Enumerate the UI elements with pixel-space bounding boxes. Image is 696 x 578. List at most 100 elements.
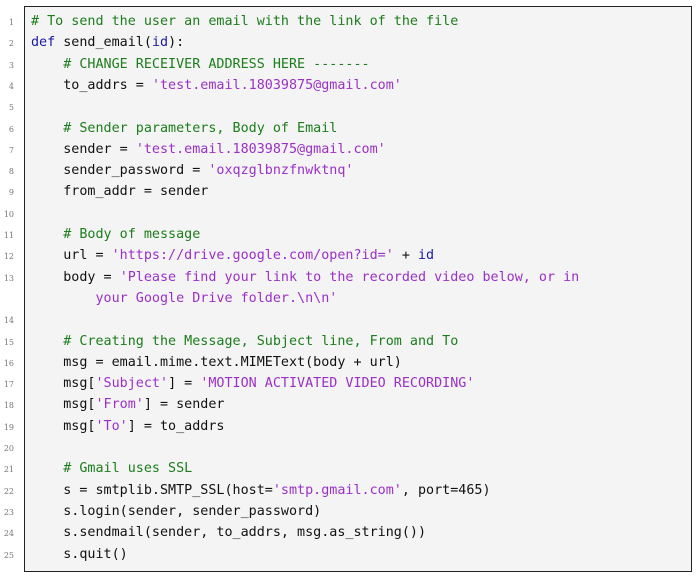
- code-line: 22 s = smtplib.SMTP_SSL(host='smtp.gmail…: [0, 481, 696, 501]
- code-line: 1 # To send the user an email with the li…: [0, 12, 696, 32]
- code-line: 14: [0, 310, 696, 330]
- code-listing-frame: [24, 6, 692, 572]
- line-number: 19: [3, 422, 14, 432]
- line-number: 25: [3, 550, 14, 560]
- code-text: # Sender parameters, Body of Email: [31, 119, 337, 139]
- code-text: from_addr = sender: [31, 182, 208, 202]
- code-token: [31, 461, 63, 476]
- code-token: [31, 227, 63, 242]
- line-number: 10: [3, 209, 14, 219]
- code-token: s.quit(): [31, 546, 128, 562]
- code-text: to_addrs = 'test.email.18039875@gmail.co…: [31, 76, 402, 96]
- code-token: id: [417, 248, 435, 264]
- code-token: 'Please find your link to the recorded v…: [119, 269, 580, 285]
- line-number: 14: [3, 316, 14, 326]
- code-token: def: [31, 35, 56, 51]
- line-number: 15: [3, 337, 14, 347]
- code-token: s = smtplib.SMTP_SSL(host=: [31, 482, 273, 498]
- code-line: 8 sender_password = 'oxqzglbnzfnwktnq': [0, 161, 696, 181]
- code-line: 10: [0, 204, 696, 224]
- code-token: 'oxqzglbnzfnwktnq': [208, 163, 354, 179]
- code-line: 5: [0, 97, 696, 117]
- code-token: ):: [168, 35, 185, 51]
- code-token: msg[: [31, 397, 96, 413]
- line-number: 8: [8, 167, 14, 177]
- line-number: 9: [8, 188, 14, 198]
- code-token: 'MOTION ACTIVATED VIDEO RECORDING': [200, 376, 475, 392]
- code-text: # Creating the Message, Subject line, Fr…: [31, 332, 458, 352]
- code-text: your Google Drive folder.\n\n': [31, 289, 338, 309]
- line-number: 3: [8, 60, 14, 70]
- code-text: # To send the user an email with the lin…: [31, 12, 458, 32]
- code-token: # Sender parameters, Body of Email: [63, 120, 338, 136]
- line-number: 2: [8, 39, 14, 49]
- code-token: [31, 291, 96, 306]
- line-number: 24: [3, 529, 14, 539]
- code-token: sender_password =: [31, 163, 209, 179]
- code-line: 19 msg['To'] = to_addrs: [0, 417, 696, 437]
- code-token: +: [393, 248, 418, 264]
- code-token: from_addr = sender: [31, 184, 209, 200]
- code-token: [31, 334, 63, 349]
- code-text: s.quit(): [31, 545, 128, 565]
- code-line: 20: [0, 438, 696, 458]
- line-number: 22: [3, 486, 14, 496]
- code-line: 16 msg = email.mime.text.MIMEText(body +…: [0, 353, 696, 373]
- code-token: msg[: [31, 418, 96, 434]
- code-token: to_addrs =: [31, 77, 152, 93]
- line-number: 23: [3, 507, 14, 517]
- code-token: msg = email.mime.text.MIMEText(body + ur…: [31, 354, 402, 370]
- code-token: url =: [31, 248, 112, 264]
- code-line: 13 body = 'Please find your link to the …: [0, 268, 696, 288]
- code-token: 'From': [95, 397, 144, 413]
- line-number: 7: [8, 145, 14, 155]
- line-number: 18: [3, 401, 14, 411]
- code-line: 7 sender = 'test.email.18039875@gmail.co…: [0, 140, 696, 160]
- code-line: 9 from_addr = sender: [0, 182, 696, 202]
- line-number: 12: [3, 252, 14, 262]
- code-text: sender = 'test.email.18039875@gmail.com': [31, 140, 386, 160]
- line-number: 1: [8, 18, 14, 27]
- code-line: 18 msg['From'] = sender: [0, 395, 696, 415]
- code-token: # Creating the Message, Subject line, Fr…: [63, 333, 459, 349]
- code-token: # Gmail uses SSL: [63, 461, 193, 477]
- code-line: 3 # CHANGE RECEIVER ADDRESS HERE -------: [0, 55, 696, 75]
- code-token: # Body of message: [63, 227, 201, 242]
- code-token: 'test.email.18039875@gmail.com': [151, 77, 402, 93]
- code-line: 23 s.login(sender, sender_password): [0, 502, 696, 522]
- code-token: # To send the user an email with the lin…: [31, 14, 459, 29]
- code-text: def send_email(id):: [31, 33, 184, 53]
- code-token: 'Subject': [95, 376, 169, 392]
- code-line: 12 url = 'https://drive.google.com/open?…: [0, 246, 696, 266]
- code-line: 2 def send_email(id):: [0, 33, 696, 53]
- line-number: 16: [3, 358, 14, 368]
- code-token: msg[: [31, 376, 96, 392]
- code-text: msg['To'] = to_addrs: [31, 417, 224, 437]
- code-text: msg['From'] = sender: [31, 395, 224, 415]
- line-number: 5: [8, 103, 14, 113]
- code-text: s.login(sender, sender_password): [31, 502, 321, 522]
- code-text: s.sendmail(sender, to_addrs, msg.as_stri…: [31, 523, 426, 543]
- code-line: 15 # Creating the Message, Subject line,…: [0, 332, 696, 352]
- code-text: # CHANGE RECEIVER ADDRESS HERE -------: [31, 55, 369, 75]
- code-token: ] =: [168, 376, 201, 392]
- code-line: 11 # Body of message: [0, 225, 696, 245]
- code-token: id: [151, 35, 169, 51]
- line-number: 4: [8, 81, 14, 91]
- code-token: your Google Drive folder.\n\n': [95, 290, 338, 306]
- code-text: sender_password = 'oxqzglbnzfnwktnq': [31, 161, 354, 181]
- code-line: 6 # Sender parameters, Body of Email: [0, 119, 696, 139]
- code-line: your Google Drive folder.\n\n': [0, 289, 696, 309]
- code-text: url = 'https://drive.google.com/open?id=…: [31, 246, 434, 266]
- line-number: 11: [3, 231, 14, 240]
- code-token: send_email(: [55, 35, 152, 51]
- code-token: s.sendmail(sender, to_addrs, msg.as_stri…: [31, 525, 427, 541]
- code-token: 'To': [95, 418, 128, 434]
- code-token: sender =: [31, 141, 136, 157]
- code-token: body =: [31, 269, 120, 285]
- line-number: 6: [8, 124, 14, 134]
- code-token: 'https://drive.google.com/open?id=': [111, 248, 394, 264]
- code-line: 4 to_addrs = 'test.email.18039875@gmail.…: [0, 76, 696, 96]
- code-token: s.login(sender, sender_password): [31, 503, 322, 519]
- line-number: 20: [3, 444, 14, 453]
